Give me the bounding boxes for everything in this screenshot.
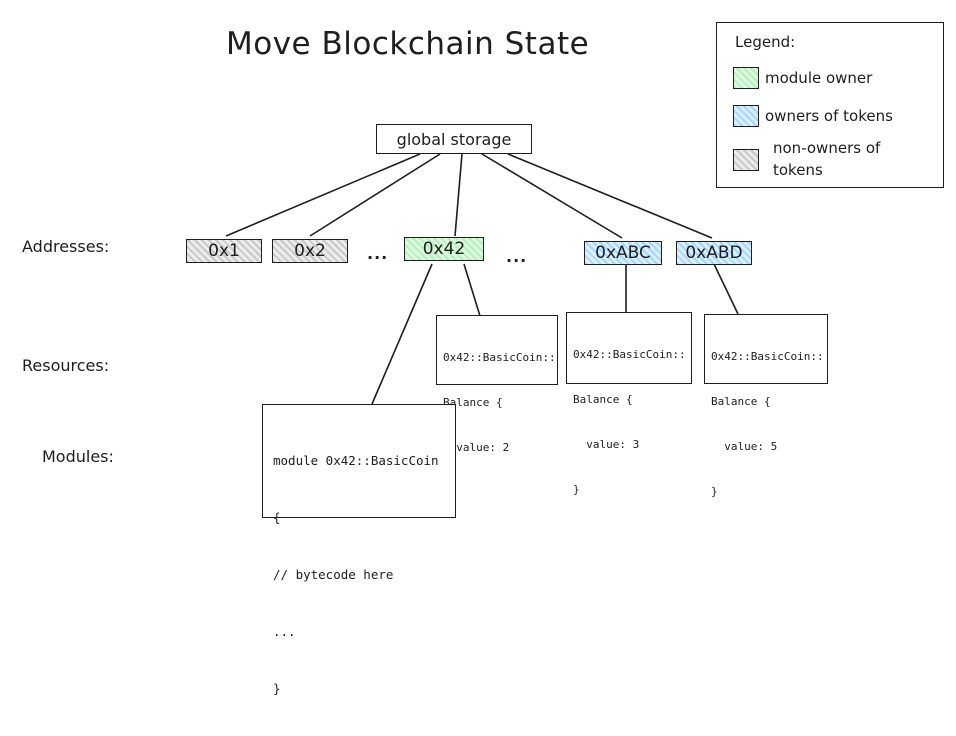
resource-line: Balance { bbox=[711, 395, 771, 408]
module-box-0x42: module 0x42::BasicCoin { // bytecode her… bbox=[262, 404, 456, 696]
edge-storage-0xABC bbox=[481, 153, 623, 239]
legend-swatch-token-owners bbox=[733, 105, 759, 127]
module-line: module 0x42::BasicCoin bbox=[273, 453, 439, 468]
module-line: } bbox=[273, 681, 281, 696]
legend-label-module-owner: module owner bbox=[765, 69, 873, 87]
edge-0x42-resource bbox=[463, 263, 481, 317]
legend-swatch-non-owners bbox=[733, 149, 759, 171]
resource-line: } bbox=[443, 485, 551, 500]
diagram-title: Move Blockchain State bbox=[226, 26, 590, 62]
edge-0x42-module bbox=[371, 263, 433, 405]
address-node-0x42: 0x42 bbox=[404, 237, 484, 261]
resource-line: Balance { bbox=[573, 393, 633, 406]
resource-line: } bbox=[573, 483, 580, 496]
resource-line: 0x42::BasicCoin:: bbox=[573, 348, 686, 361]
legend-swatch-module-owner bbox=[733, 67, 759, 89]
address-node-0xABC: 0xABC bbox=[584, 241, 662, 265]
address-node-0x2: 0x2 bbox=[272, 239, 348, 263]
resource-box-0xABD: 0x42::BasicCoin:: Balance { value: 5 } bbox=[704, 314, 828, 498]
resource-line: 0x42::BasicCoin:: bbox=[711, 350, 824, 363]
resource-box-0xABC: 0x42::BasicCoin:: Balance { value: 3 } bbox=[566, 312, 692, 496]
module-line: { bbox=[273, 510, 281, 525]
resources-row-label: Resources: bbox=[22, 356, 110, 375]
edge-storage-0x2 bbox=[309, 153, 441, 237]
address-ellipsis: ... bbox=[506, 247, 528, 266]
modules-row-label: Modules: bbox=[42, 447, 114, 466]
resource-box-0x42: 0x42::BasicCoin:: Balance { value: 2 } bbox=[436, 315, 558, 499]
resource-line: 0x42::BasicCoin:: bbox=[443, 351, 556, 364]
address-ellipsis: ... bbox=[367, 244, 389, 263]
connector-lines bbox=[225, 153, 739, 405]
resource-line: Balance { bbox=[443, 396, 503, 409]
edge-storage-0xABD bbox=[507, 153, 713, 239]
resource-line: value: 2 bbox=[443, 441, 510, 454]
legend-title: Legend: bbox=[735, 33, 796, 51]
edge-storage-0x1 bbox=[225, 153, 421, 237]
global-storage-node: global storage bbox=[376, 124, 532, 154]
module-line: ... bbox=[273, 624, 296, 639]
legend-label-token-owners: owners of tokens bbox=[765, 107, 893, 125]
edge-storage-0x42 bbox=[454, 153, 463, 237]
legend: Legend: module owner owners of tokens no… bbox=[716, 22, 944, 188]
address-node-0xABD: 0xABD bbox=[676, 241, 752, 265]
module-line: // bytecode here bbox=[273, 567, 394, 582]
edge-0xABD-resource bbox=[713, 263, 739, 315]
diagram-canvas: Move Blockchain State global storage Add… bbox=[22, 22, 944, 696]
address-node-0x1: 0x1 bbox=[186, 239, 262, 263]
addresses-row-label: Addresses: bbox=[22, 237, 110, 256]
legend-label-non-owners: non-owners of tokens bbox=[773, 139, 881, 179]
resource-line: value: 5 bbox=[711, 440, 778, 453]
resource-line: value: 3 bbox=[573, 438, 640, 451]
resource-line: } bbox=[711, 485, 718, 498]
